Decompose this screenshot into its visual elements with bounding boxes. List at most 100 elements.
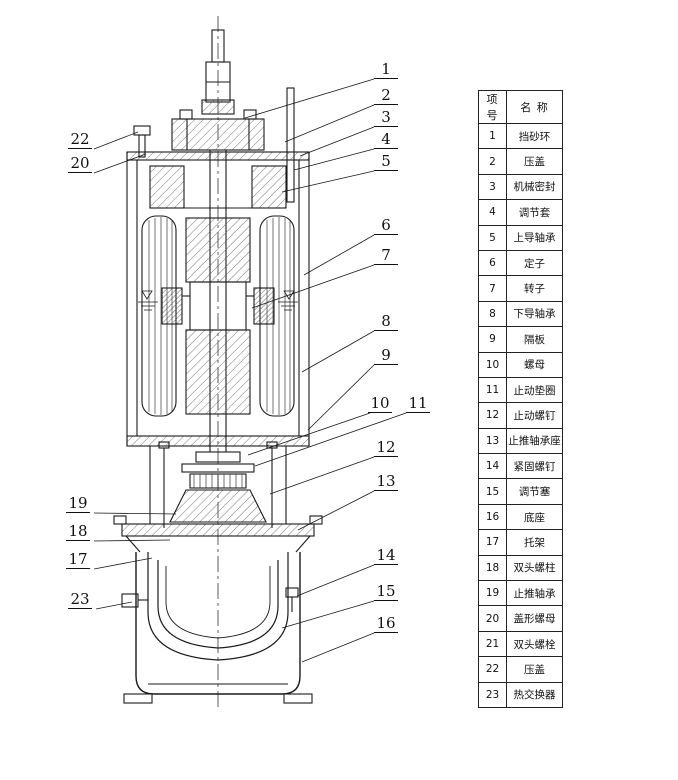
side-plug bbox=[285, 587, 299, 612]
part-no: 16 bbox=[478, 503, 507, 531]
callout-4: 4 bbox=[374, 131, 398, 149]
callout-3: 3 bbox=[374, 109, 398, 127]
part-no: 8 bbox=[478, 300, 507, 328]
callout-6: 6 bbox=[374, 217, 398, 235]
part-name: 托架 bbox=[506, 529, 563, 556]
mid-bearing-block bbox=[161, 281, 275, 331]
callout-14: 14 bbox=[374, 547, 398, 565]
callout-20: 20 bbox=[68, 155, 92, 173]
part-name: 底座 bbox=[506, 503, 563, 531]
callout-19: 19 bbox=[66, 495, 90, 513]
drawing-lines bbox=[93, 16, 407, 708]
part-name: 止动螺钉 bbox=[506, 402, 563, 429]
studs bbox=[158, 441, 278, 528]
part-name: 双头螺柱 bbox=[506, 554, 563, 582]
part-no: 12 bbox=[478, 402, 507, 429]
part-no: 2 bbox=[478, 148, 507, 175]
callout-8: 8 bbox=[374, 313, 398, 331]
callout-5: 5 bbox=[374, 153, 398, 171]
standpipe bbox=[286, 87, 295, 203]
part-no: 20 bbox=[478, 605, 507, 632]
rotor bbox=[185, 217, 251, 415]
callout-22: 22 bbox=[68, 131, 92, 149]
heat-exchanger-dome bbox=[147, 552, 289, 661]
part-no: 10 bbox=[478, 351, 507, 378]
callout-18: 18 bbox=[66, 523, 90, 541]
part-no: 11 bbox=[478, 376, 507, 404]
callout-10: 10 bbox=[368, 395, 392, 413]
part-no: 7 bbox=[478, 275, 507, 302]
side-clamp bbox=[121, 593, 148, 608]
part-name: 紧固螺钉 bbox=[506, 453, 563, 480]
part-name: 双头螺栓 bbox=[506, 630, 563, 658]
part-no: 22 bbox=[478, 656, 507, 683]
motor-housing bbox=[126, 151, 310, 447]
thrust-assembly bbox=[169, 451, 267, 523]
col-header-no: 项 号 bbox=[478, 90, 507, 124]
callout-2: 2 bbox=[374, 87, 398, 105]
part-name: 压盖 bbox=[506, 656, 563, 683]
part-name: 止推轴承座 bbox=[506, 427, 563, 455]
callout-1: 1 bbox=[374, 61, 398, 79]
callout-12: 12 bbox=[374, 439, 398, 457]
lower-housing bbox=[149, 446, 287, 524]
part-name: 下导轴承 bbox=[506, 300, 563, 328]
part-name: 盖形螺母 bbox=[506, 605, 563, 632]
part-name: 定子 bbox=[506, 249, 563, 277]
callout-17: 17 bbox=[66, 551, 90, 569]
upper-bearing bbox=[149, 165, 287, 209]
part-no: 5 bbox=[478, 224, 507, 251]
callout-7: 7 bbox=[374, 247, 398, 265]
callout-11: 11 bbox=[406, 395, 430, 413]
part-name: 隔板 bbox=[506, 326, 563, 353]
callout-15: 15 bbox=[374, 583, 398, 601]
callout-9: 9 bbox=[374, 347, 398, 365]
part-no: 1 bbox=[478, 122, 507, 150]
outer-base-shell bbox=[123, 552, 313, 704]
coupling-gland bbox=[171, 99, 265, 151]
part-name: 挡砂环 bbox=[506, 122, 563, 150]
part-no: 9 bbox=[478, 326, 507, 353]
leader-lines bbox=[93, 78, 407, 663]
liquid-level-marks bbox=[138, 290, 298, 311]
part-name: 压盖 bbox=[506, 148, 563, 175]
part-no: 14 bbox=[478, 453, 507, 480]
part-no: 15 bbox=[478, 478, 507, 505]
part-no: 23 bbox=[478, 681, 507, 708]
part-name: 调节塞 bbox=[506, 478, 563, 505]
part-name: 止推轴承 bbox=[506, 580, 563, 607]
callout-23: 23 bbox=[68, 591, 92, 609]
part-no: 3 bbox=[478, 173, 507, 201]
bracket bbox=[113, 515, 323, 553]
part-no: 21 bbox=[478, 630, 507, 658]
part-no: 18 bbox=[478, 554, 507, 582]
part-no: 6 bbox=[478, 249, 507, 277]
part-no: 17 bbox=[478, 529, 507, 556]
part-name: 螺母 bbox=[506, 351, 563, 378]
callout-13: 13 bbox=[374, 473, 398, 491]
